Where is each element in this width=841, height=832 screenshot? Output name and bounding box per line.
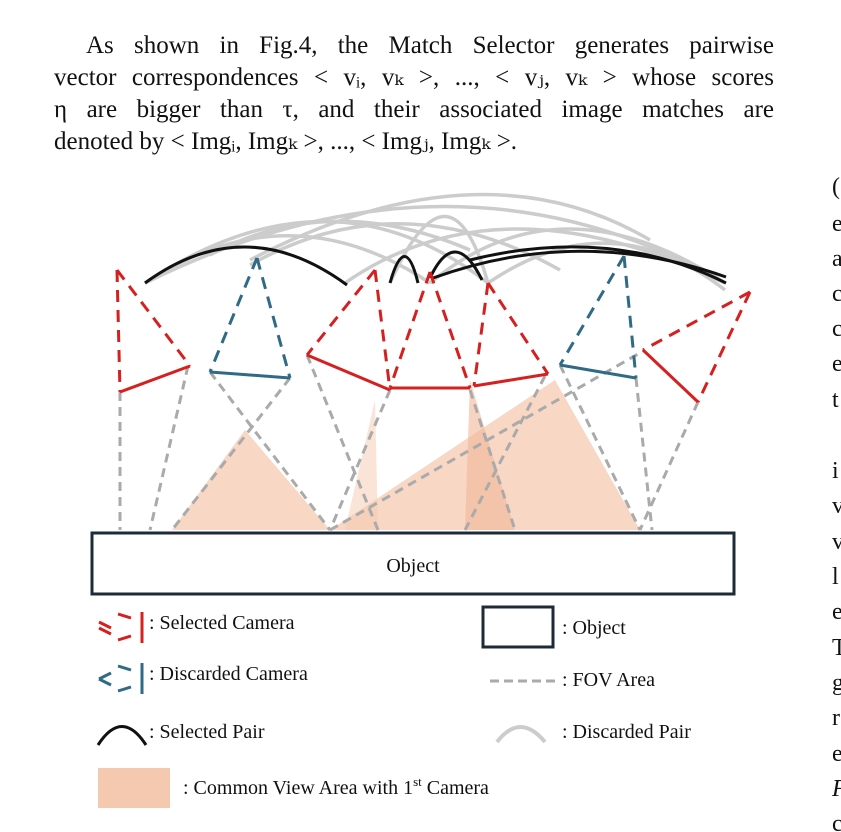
discarded-pair-arcs — [144, 192, 727, 292]
selected-pair-arcs — [144, 245, 727, 287]
discarded-camera — [558, 255, 638, 380]
fragment-char: T — [832, 635, 841, 661]
selected-cameras — [115, 269, 752, 404]
fragment-char: c — [832, 811, 841, 832]
fragment-char: e — [832, 599, 841, 625]
fragment-char: ( — [832, 174, 840, 200]
legend-label: : Discarded Pair — [562, 721, 691, 743]
fragment-char: l — [832, 564, 839, 590]
object-label: Object — [386, 555, 440, 577]
legend-common-view: : Common View Area with 1st Camera — [98, 768, 489, 808]
discarded-camera-icon — [98, 663, 144, 694]
legend-label: : Selected Camera — [149, 612, 295, 634]
fragment-char: e — [832, 211, 841, 237]
discarded-pair-icon — [495, 725, 547, 744]
fragment-char: i — [832, 458, 839, 484]
legend-selected-camera: : Selected Camera — [98, 612, 295, 643]
body-paragraph: As shown in Fig.4, the Match Selector ge… — [54, 30, 774, 158]
fov-lines — [118, 348, 700, 532]
selected-camera — [115, 269, 192, 394]
legend-discarded-camera: : Discarded Camera — [98, 663, 308, 694]
legend-selected-pair: : Selected Pair — [96, 721, 265, 746]
selected-camera — [305, 269, 392, 392]
fragment-char: a — [832, 246, 841, 272]
fragment-char: t — [832, 387, 839, 413]
selected-camera — [472, 282, 550, 388]
paragraph-line-3: η are bigger than τ, and their associate… — [54, 96, 774, 123]
legend-label: : FOV Area — [562, 669, 655, 691]
paragraph-line-4: denoted by < Imgᵢ, Imgₖ >, ..., < Imgⱼ, … — [54, 128, 518, 155]
object-icon — [481, 605, 555, 649]
discarded-camera — [208, 257, 292, 380]
legend-object: : Object — [481, 605, 626, 649]
adjacent-column-fragment: ( e a c c e t i v v l e T g r e F c — [832, 0, 841, 832]
paragraph-line-2: vector correspondences < vᵢ, vₖ >, ..., … — [54, 64, 774, 91]
common-view-area — [172, 430, 330, 530]
fragment-char: c — [832, 281, 841, 307]
legend-discarded-pair: : Discarded Pair — [495, 721, 691, 744]
legend-fov-area: : FOV Area — [490, 669, 655, 691]
fragment-char: F — [832, 777, 841, 801]
selected-camera — [388, 271, 472, 390]
legend-label: : Object — [562, 617, 626, 639]
discarded-cameras — [208, 255, 638, 380]
common-view-swatch — [98, 768, 170, 808]
paragraph-line-1: As shown in Fig.4, the Match Selector ge… — [86, 32, 774, 59]
legend-label: : Selected Pair — [149, 721, 265, 743]
common-view-area — [345, 400, 378, 530]
fragment-char: v — [832, 493, 841, 519]
selected-camera — [641, 290, 752, 404]
legend-label: : Discarded Camera — [149, 663, 308, 685]
selected-camera-icon — [98, 612, 144, 643]
common-view-areas — [172, 380, 640, 530]
fragment-char: r — [832, 705, 840, 731]
selected-pair-icon — [96, 725, 148, 746]
fragment-char: v — [832, 529, 841, 555]
fragment-char: c — [832, 316, 841, 342]
fragment-char: e — [832, 741, 841, 767]
object-box — [90, 531, 736, 596]
fragment-char: g — [832, 670, 841, 696]
legend-label: : Common View Area with 1st Camera — [183, 774, 489, 799]
fragment-char: e — [832, 351, 841, 377]
